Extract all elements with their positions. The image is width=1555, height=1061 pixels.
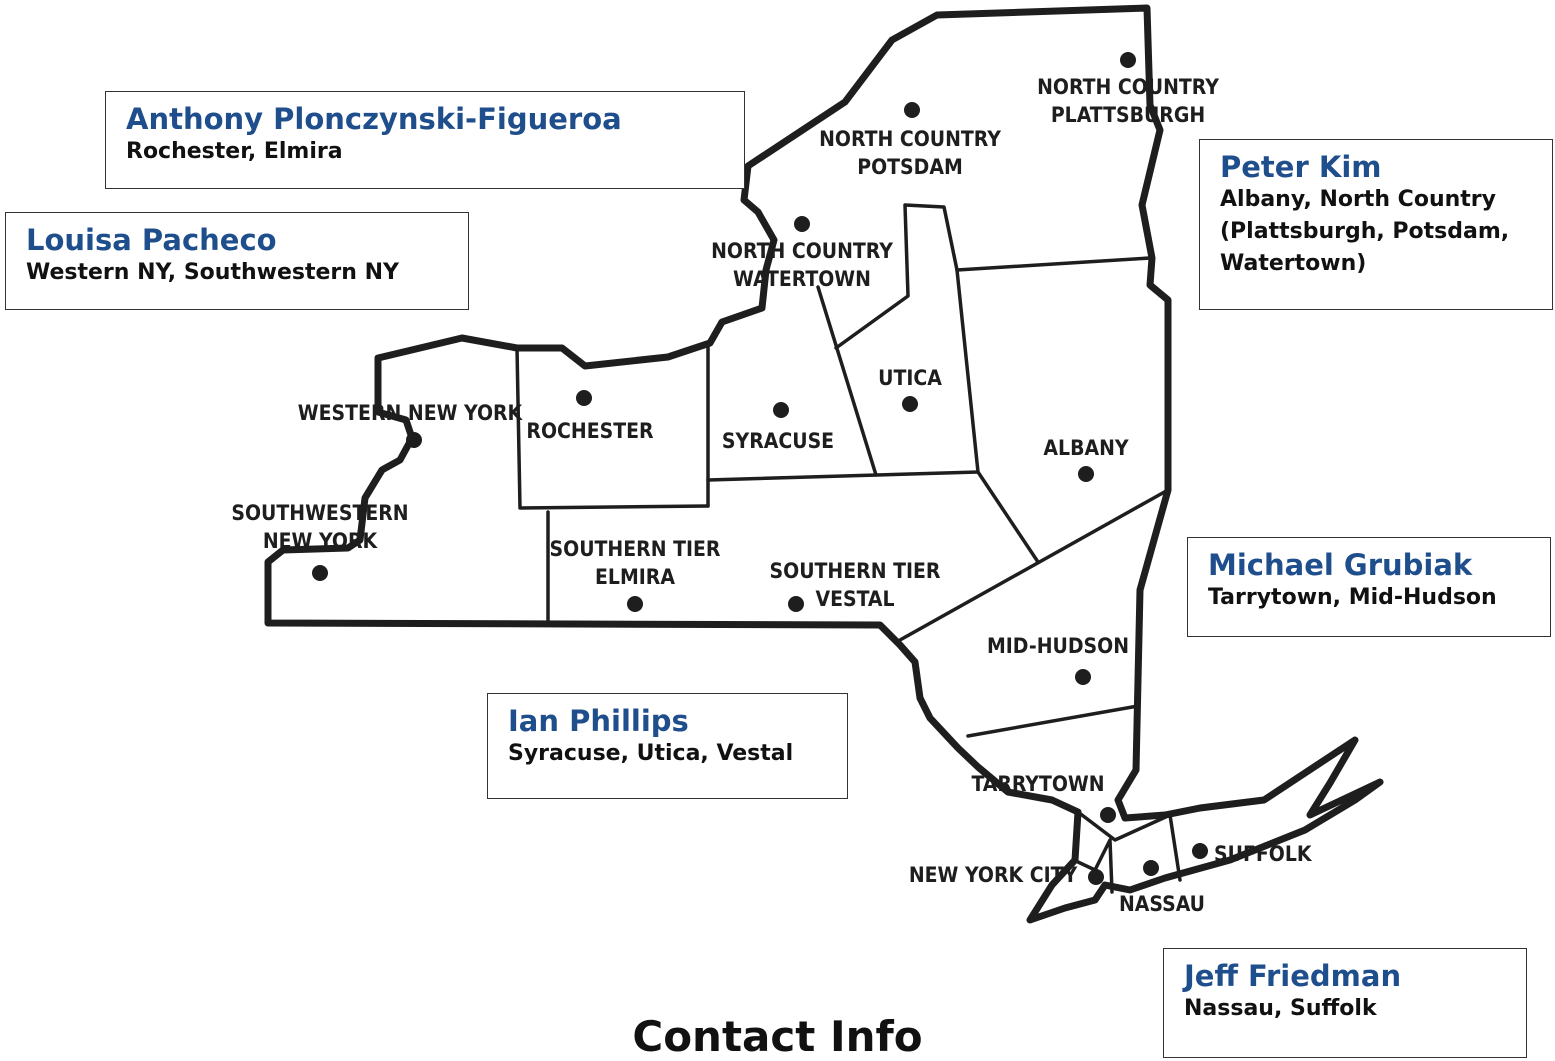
region-boundaries xyxy=(515,203,1182,894)
contact-areas: Tarrytown, Mid-Hudson xyxy=(1208,585,1497,610)
contact-card-peter: Peter Kim Albany, North Country (Plattsb… xyxy=(1199,139,1553,310)
region-marker xyxy=(1088,869,1104,885)
region-marker xyxy=(1143,860,1159,876)
contact-name: Anthony Plonczynski-Figueroa xyxy=(126,102,622,136)
state-outline xyxy=(264,4,1384,924)
contact-name: Louisa Pacheco xyxy=(26,223,277,257)
contact-name: Michael Grubiak xyxy=(1208,548,1473,582)
contact-card-louisa: Louisa Pacheco Western NY, Southwestern … xyxy=(5,212,469,310)
contact-card-michael: Michael Grubiak Tarrytown, Mid-Hudson xyxy=(1187,537,1551,637)
region-label: ALBANY xyxy=(1043,436,1128,460)
contact-card-anthony: Anthony Plonczynski-Figueroa Rochester, … xyxy=(105,91,745,189)
region-syracuse: SYRACUSE xyxy=(722,402,834,453)
contact-card-ian: Ian Phillips Syracuse, Utica, Vestal xyxy=(487,693,848,799)
region-albany: ALBANY xyxy=(1043,436,1129,482)
region-suffolk: SUFFOLK xyxy=(1192,842,1313,866)
region-new-york-city: NEW YORK CITY xyxy=(909,863,1104,887)
region-label: SYRACUSE xyxy=(722,429,834,453)
region-rochester: ROCHESTER xyxy=(526,390,654,443)
region-label: UTICA xyxy=(878,366,942,390)
region-label: MID-HUDSON xyxy=(987,634,1129,658)
region-marker xyxy=(1120,52,1136,68)
contact-areas: Albany, North Country (Plattsburgh, Pots… xyxy=(1220,187,1510,276)
contact-info-heading: Contact Info xyxy=(632,1012,923,1061)
contact-name: Jeff Friedman xyxy=(1184,959,1402,993)
region-marker xyxy=(904,102,920,118)
region-marker xyxy=(1078,466,1094,482)
region-marker xyxy=(902,396,918,412)
region-tarrytown: TARRYTOWN xyxy=(971,772,1116,823)
region-marker xyxy=(794,216,810,232)
contact-areas: Western NY, Southwestern NY xyxy=(26,260,399,285)
region-marker xyxy=(627,596,643,612)
region-label: ROCHESTER xyxy=(526,419,654,443)
region-label: TARRYTOWN xyxy=(971,772,1104,796)
region-label: NASSAU xyxy=(1119,892,1205,916)
region-utica: UTICA xyxy=(878,366,942,412)
region-marker xyxy=(1075,669,1091,685)
region-marker xyxy=(312,565,328,581)
region-marker xyxy=(788,596,804,612)
region-label: WESTERN NEW YORK xyxy=(298,401,524,425)
contact-card-jeff: Jeff Friedman Nassau, Suffolk xyxy=(1163,948,1527,1058)
region-marker xyxy=(773,402,789,418)
region-nassau: NASSAU xyxy=(1119,860,1205,916)
contact-areas: Rochester, Elmira xyxy=(126,139,343,164)
region-label: SUFFOLK xyxy=(1214,842,1313,866)
contact-areas: Syracuse, Utica, Vestal xyxy=(508,741,794,766)
region-marker xyxy=(576,390,592,406)
region-western-new-york: WESTERN NEW YORK xyxy=(298,401,524,448)
region-marker xyxy=(1100,807,1116,823)
region-marker xyxy=(1192,843,1208,859)
contact-name: Peter Kim xyxy=(1220,150,1382,184)
region-label: NEW YORK CITY xyxy=(909,863,1078,887)
contact-name: Ian Phillips xyxy=(508,704,689,738)
region-mid-hudson: MID-HUDSON xyxy=(987,634,1129,685)
region-marker xyxy=(406,432,422,448)
contact-areas: Nassau, Suffolk xyxy=(1184,996,1377,1021)
